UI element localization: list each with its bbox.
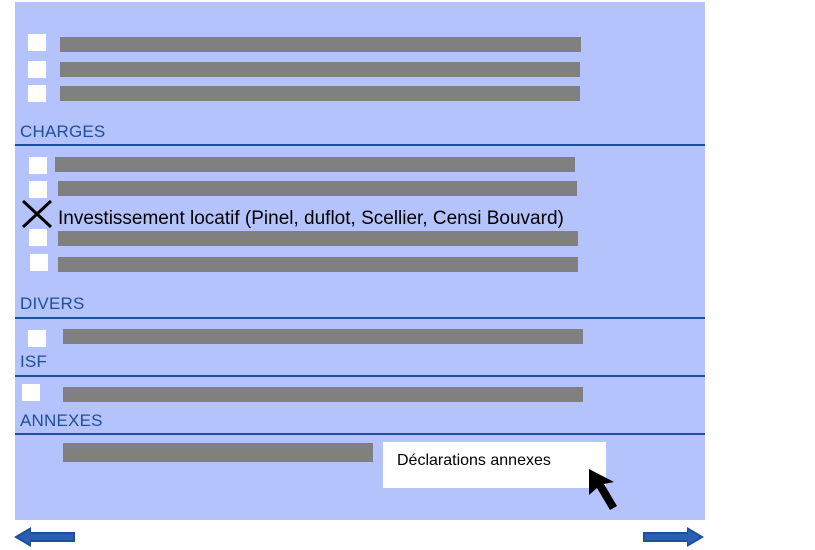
section-label-charges: CHARGES	[20, 122, 106, 141]
checkbox-top-1[interactable]	[28, 34, 46, 51]
divider-divers	[15, 317, 705, 319]
checkbox-top-2[interactable]	[28, 61, 46, 78]
divider-isf	[15, 375, 705, 377]
placeholder-bar-annexes-1	[63, 443, 373, 462]
annexes-tooltip[interactable]: Déclarations annexes	[383, 442, 606, 488]
placeholder-bar-charges-2	[58, 181, 577, 196]
divider-annexes	[15, 433, 705, 435]
checkbox-divers-1[interactable]	[28, 330, 46, 347]
checkbox-top-3[interactable]	[28, 85, 46, 102]
placeholder-bar-charges-4	[58, 231, 578, 246]
charges-selected-item-label: Investissement locatif (Pinel, duflot, S…	[58, 208, 564, 229]
placeholder-bar-top-3	[60, 86, 580, 101]
checkbox-isf-1[interactable]	[22, 384, 40, 401]
divider-charges	[15, 144, 705, 146]
placeholder-bar-charges-5	[58, 257, 578, 272]
section-label-annexes: ANNEXES	[20, 411, 103, 430]
checkbox-charges-4[interactable]	[29, 229, 47, 246]
placeholder-bar-charges-1	[55, 157, 575, 172]
arrow-right-icon[interactable]	[641, 526, 705, 548]
checkbox-charges-5[interactable]	[30, 254, 48, 271]
arrow-left-icon[interactable]	[13, 526, 77, 548]
annexes-tooltip-label: Déclarations annexes	[397, 452, 551, 469]
checkbox-charges-2[interactable]	[29, 181, 47, 198]
mouse-pointer-icon	[589, 469, 617, 510]
checkbox-charges-1[interactable]	[29, 157, 47, 174]
placeholder-bar-top-2	[60, 62, 580, 77]
placeholder-bar-isf-1	[63, 387, 583, 402]
placeholder-bar-top-1	[60, 37, 581, 52]
section-label-isf: ISF	[20, 352, 48, 371]
section-label-divers: DIVERS	[20, 294, 85, 313]
x-mark-icon[interactable]	[20, 198, 54, 230]
placeholder-bar-divers-1	[63, 329, 583, 344]
